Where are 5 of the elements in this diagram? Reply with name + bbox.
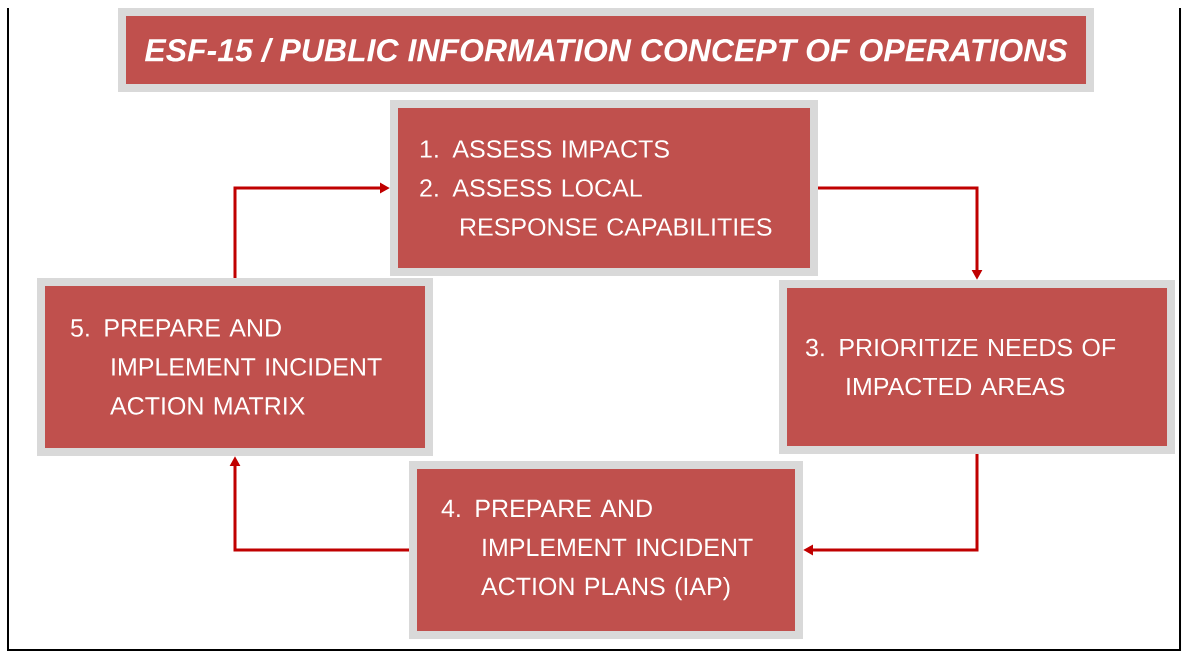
process-box: 5. PREPARE AND IMPLEMENT INCIDENT ACTION MATRIX <box>37 278 433 456</box>
process-box: 3. PRIORITIZE NEEDS OF IMPACTED AREAS <box>779 280 1175 454</box>
process-box: 4. PREPARE AND IMPLEMENT INCIDENT ACTION PLANS (IAP) <box>409 461 803 639</box>
process-box: 1. ASSESS IMPACTS 2. ASSESS LOCAL RESPONSE CAPABILITIES <box>390 100 818 276</box>
title-banner: ESF-15 / PUBLIC INFORMATION CONCEPT OF OPERATIONS <box>118 8 1094 92</box>
